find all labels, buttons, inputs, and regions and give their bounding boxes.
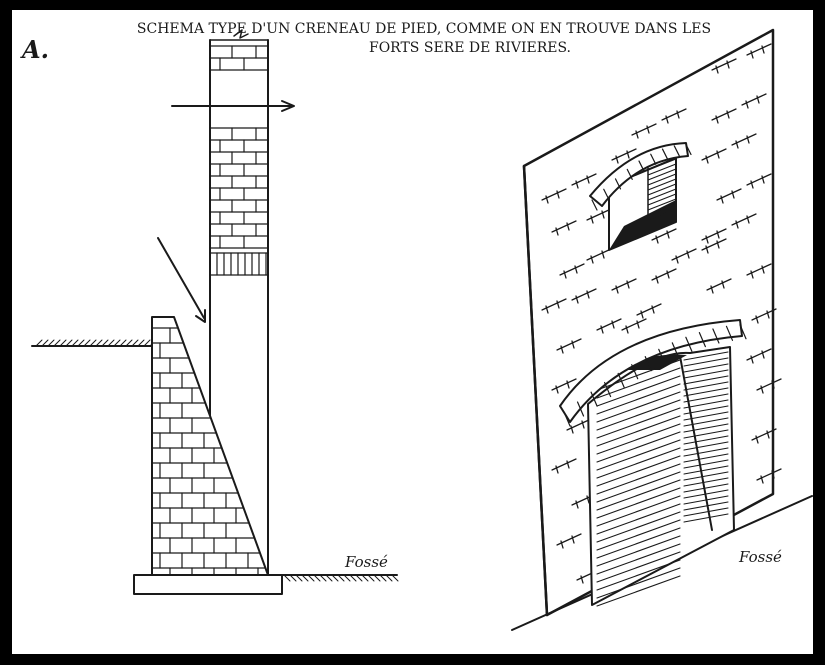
loophole-schematic: A. SCHEMA TYPE D'UN CRENEAU DE PIED, COM… bbox=[20, 21, 813, 631]
wall-footing bbox=[133, 574, 283, 595]
ditch-label-left: Fossé bbox=[344, 553, 388, 571]
perspective-view: Fossé bbox=[511, 28, 813, 631]
column-lintel bbox=[209, 252, 269, 276]
corner-label: A. bbox=[20, 35, 49, 64]
break-mark bbox=[233, 29, 249, 39]
wall-brick-marks bbox=[541, 43, 782, 584]
cross-section-view: Fossé bbox=[31, 29, 399, 595]
column-brickwork-top bbox=[209, 45, 269, 71]
ditch-hatching bbox=[283, 574, 399, 582]
upper-arrow bbox=[171, 100, 295, 112]
firing-direction-arrow bbox=[157, 237, 206, 323]
drawing-sheet: A. SCHEMA TYPE D'UN CRENEAU DE PIED, COM… bbox=[12, 10, 813, 654]
title-line-1: SCHEMA TYPE D'UN CRENEAU DE PIED, COMME … bbox=[137, 21, 711, 37]
counterscarp-wedge bbox=[151, 316, 269, 576]
ditch-label-right: Fossé bbox=[738, 548, 782, 566]
column-brickwork-middle bbox=[209, 127, 269, 249]
upper-loophole bbox=[589, 142, 692, 251]
ground-hatching bbox=[35, 339, 157, 347]
foot-loophole bbox=[559, 319, 747, 607]
title-line-2: FORTS SERE DE RIVIERES. bbox=[369, 40, 571, 56]
